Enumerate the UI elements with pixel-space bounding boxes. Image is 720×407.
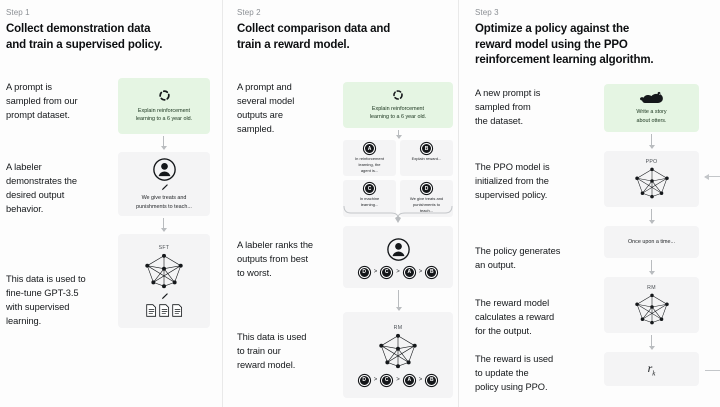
rm-label-3: RM: [647, 284, 656, 291]
rm-box-2: RM D > C > A: [343, 312, 453, 398]
step-title-2: Collect comparison data and train a rewa…: [237, 23, 391, 51]
sample-b-text: Explain reward...: [411, 156, 442, 161]
reward-box: rk: [604, 352, 699, 386]
neural-net-icon: [375, 332, 421, 370]
arrow-3-4: [648, 335, 655, 350]
rm-rank-3-badge: A: [403, 374, 415, 386]
sample-c-text: In machine learning...: [359, 196, 380, 208]
reward-symbol: rk: [648, 361, 656, 377]
ppo-label: PPO: [645, 158, 658, 165]
arrow-3-1: [648, 134, 655, 149]
sample-output-c: C In machine learning...: [343, 180, 396, 217]
step-label-2: Step 2: [237, 8, 261, 17]
pencil-icon: [160, 292, 169, 301]
ppo-box: PPO: [604, 151, 699, 207]
person-icon: [152, 157, 177, 182]
badge-d: D: [421, 183, 432, 195]
prompt-box-1-text: Explain reinforcement learning to a 6 ye…: [135, 107, 193, 122]
rank-sep-3: >: [418, 269, 423, 275]
caption-1-2: A labeler demonstrates the desired outpu…: [6, 162, 78, 215]
reward-symbol-base: r: [647, 360, 653, 375]
otter-icon: [639, 91, 665, 104]
arrow-2-1: [395, 130, 402, 139]
rm-rank-sep-2: >: [396, 377, 400, 383]
output-box: Once upon a time...: [604, 226, 699, 258]
feedback-loop-arrow: [704, 173, 720, 371]
arrow-1-1: [160, 136, 167, 150]
rank-sep-2: >: [396, 269, 400, 275]
caption-3-2: The PPO model is initialized from the su…: [475, 162, 550, 201]
output-box-text: Once upon a time...: [627, 238, 676, 245]
caption-3-4: The reward model calculates a reward for…: [475, 298, 555, 337]
neural-net-icon: [141, 252, 187, 290]
rm-box-3: RM: [604, 277, 699, 333]
labeler-box-1: We give treats and punishments to teach.…: [118, 152, 210, 216]
rm-rank-4-badge: B: [426, 374, 438, 386]
caption-3-1: A new prompt is sampled from the dataset…: [475, 88, 541, 127]
rm-rank-sep-1: >: [373, 377, 378, 383]
labeler-box-1-text: We give treats and punishments to teach.…: [136, 195, 192, 210]
badge-c: C: [364, 183, 375, 195]
rm-rank-1-badge: D: [358, 374, 370, 386]
sft-box-1: SFT: [118, 234, 210, 328]
rm-rank-2-badge: C: [381, 374, 393, 386]
pencil-icon: [160, 183, 169, 192]
prompt-box-2-text: Explain reinforcement learning to a 6 ye…: [369, 105, 427, 120]
caption-1-3: This data is used to fine-tune GPT-3.5 w…: [6, 274, 86, 327]
caption-2-2: A labeler ranks the outputs from best to…: [237, 240, 314, 279]
caption-2-3: This data is used to train our reward mo…: [237, 332, 307, 371]
neural-net-icon: [631, 166, 673, 200]
caption-2-1: A prompt and several model outputs are s…: [237, 82, 295, 135]
prompt-box-1: Explain reinforcement learning to a 6 ye…: [118, 78, 210, 134]
documents-icon: [145, 304, 183, 317]
arrow-3-2: [648, 209, 655, 224]
person-icon: [386, 237, 411, 262]
caption-1-1: A prompt is sampled from our prompt data…: [6, 82, 78, 121]
column-step-3: Step 3 Optimize a policy against the rew…: [458, 0, 720, 407]
dashed-circle-icon: [392, 89, 404, 101]
rank-1-badge: D: [358, 266, 370, 278]
dashed-circle-icon: [158, 89, 171, 102]
prompt-box-3-text: Write a story about otters.: [636, 109, 667, 124]
rank-4-badge: B: [426, 266, 438, 278]
funnel-bracket: [341, 204, 455, 224]
labeler-rank-box: D > C > A > B: [343, 226, 453, 288]
sample-a-text: In reinforcement learning, the agent is.…: [355, 156, 384, 173]
sample-output-d: D We give treats and punishments to teac…: [400, 180, 453, 217]
rank-sep-1: >: [373, 269, 378, 275]
step-title-1: Collect demonstration data and train a s…: [6, 23, 163, 51]
sample-output-b: B Explain reward...: [400, 140, 453, 177]
rank-3-badge: A: [403, 266, 415, 278]
sft-label: SFT: [158, 245, 170, 251]
step-label-3: Step 3: [475, 8, 499, 17]
neural-net-icon: [631, 292, 673, 326]
reward-symbol-sub: k: [652, 369, 656, 378]
prompt-box-3: Write a story about otters.: [604, 84, 699, 132]
arrow-3-3: [648, 260, 655, 275]
ranking-row-labeler: D > C > A > B: [358, 266, 438, 278]
rm-rank-sep-3: >: [418, 377, 423, 383]
rm-label-2: RM: [393, 324, 403, 331]
badge-b: B: [421, 143, 432, 154]
ranking-row-rm: D > C > A > B: [358, 374, 438, 386]
caption-3-5: The reward is used to update the policy …: [475, 354, 554, 393]
rank-2-badge: C: [381, 266, 393, 278]
sample-d-text: We give treats and punishments to teach.…: [409, 196, 444, 213]
arrow-2-2: [395, 290, 402, 311]
badge-a: A: [364, 143, 375, 154]
column-step-2: Step 2 Collect comparison data and train…: [222, 0, 458, 407]
column-step-1: Step 1 Collect demonstration data and tr…: [0, 0, 222, 407]
sample-outputs-grid: A In reinforcement learning, the agent i…: [343, 140, 453, 217]
arrow-1-2: [160, 218, 167, 232]
step-label-1: Step 1: [6, 8, 30, 17]
sample-output-a: A In reinforcement learning, the agent i…: [343, 140, 396, 177]
caption-3-3: The policy generates an output.: [475, 246, 561, 271]
prompt-box-2: Explain reinforcement learning to a 6 ye…: [343, 82, 453, 128]
step-title-3: Optimize a policy against the reward mod…: [475, 23, 654, 67]
